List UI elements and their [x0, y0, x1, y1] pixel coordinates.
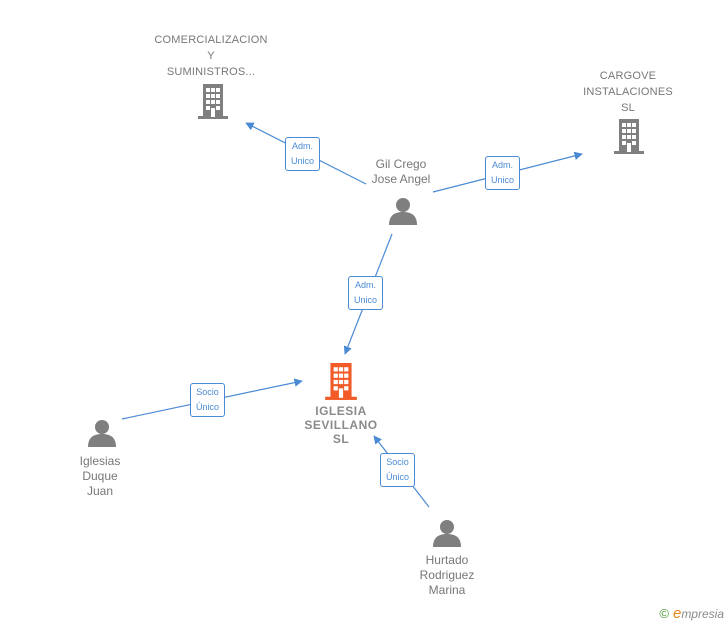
person-name-line: Duque [82, 469, 118, 483]
edge-label-gil-comercializacion: Adm. Unico [285, 137, 321, 171]
person-icon [88, 420, 116, 447]
company-name-line: INSTALACIONES [583, 86, 673, 98]
edge-role-line: Único [386, 472, 410, 482]
edge-role-line: Unico [291, 156, 315, 166]
edge-role-line: Socio [386, 457, 409, 467]
company-name-line: SUMINISTROS... [166, 66, 256, 78]
edge-role-line: Único [196, 402, 220, 412]
brand-logo-text: mpresia [681, 607, 724, 621]
edge-role-line: Adm. [292, 141, 314, 151]
person-label-hurtado-rodriguez[interactable]: Hurtado Rodriguez Marina [397, 553, 497, 598]
edge-label-hurtado-iglesia: Socio Único [380, 453, 416, 487]
person-icon [433, 520, 461, 547]
person-label-gil-crego[interactable]: Gil Crego Jose Angel [351, 157, 451, 187]
person-icon [389, 198, 417, 225]
edge-role-line: Unico [491, 175, 515, 185]
company-name-line: COMERCIALIZACION [154, 34, 268, 46]
company-name-line: CARGOVE [599, 70, 657, 82]
company-label-comercializacion[interactable]: COMERCIALIZACION Y SUMINISTROS... [130, 32, 292, 80]
person-name-line: Iglesias [79, 454, 121, 468]
company-name-line: SL [621, 102, 635, 114]
edge-role-line: Adm. [492, 160, 514, 170]
building-icon [325, 363, 357, 400]
person-name-line: Gil Crego [375, 157, 427, 171]
company-name-line: IGLESIA [315, 404, 367, 418]
person-name-line: Juan [86, 484, 114, 498]
person-name-line: Hurtado [425, 553, 469, 567]
company-label-iglesia-sevillano[interactable]: IGLESIA SEVILLANO SL [286, 404, 396, 446]
building-icon [614, 119, 644, 154]
brand-logo-initial: e [672, 605, 682, 622]
company-name-line: Y [207, 50, 215, 62]
company-name-line: SEVILLANO [304, 418, 378, 432]
building-icon [198, 84, 228, 119]
person-name-line: Jose Angel [371, 172, 431, 186]
edge-role-line: Unico [354, 295, 378, 305]
person-name-line: Marina [428, 583, 466, 597]
edge-role-line: Socio [196, 387, 219, 397]
edge-label-gil-cargove: Adm. Unico [485, 156, 521, 190]
person-name-line: Rodriguez [419, 568, 475, 582]
edge-role-line: Adm. [355, 280, 377, 290]
edge-label-gil-iglesia: Adm. Unico [348, 276, 384, 310]
company-label-cargove[interactable]: CARGOVE INSTALACIONES SL [568, 68, 688, 116]
edge-label-iglesias-iglesia: Socio Único [190, 383, 226, 417]
brand-footer[interactable]: ©empresia [659, 605, 724, 622]
person-label-iglesias-duque[interactable]: Iglesias Duque Juan [55, 454, 145, 499]
copyright-icon: © [659, 606, 669, 621]
company-name-line: SL [332, 432, 350, 446]
